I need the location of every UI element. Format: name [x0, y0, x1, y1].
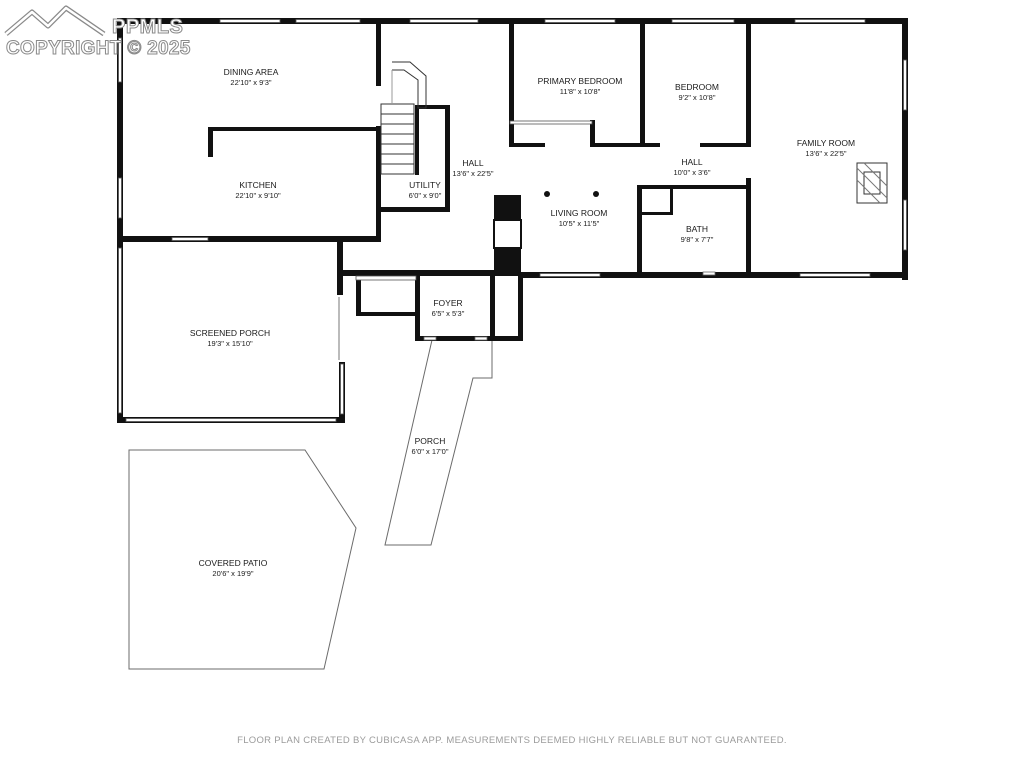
porch-label: PORCH: [415, 436, 446, 446]
bath-dimensions: 9'8" x 7'7": [681, 235, 714, 244]
watermark-brand: PPMLS: [111, 16, 184, 39]
utility-dimensions: 6'0" x 9'0": [409, 191, 442, 200]
primary-bedroom-label: PRIMARY BEDROOM: [538, 76, 623, 86]
stairs: [380, 61, 427, 175]
kitchen-dimensions: 22'10" x 9'10": [235, 191, 281, 200]
kitchen-label: KITCHEN: [239, 180, 276, 190]
bedroom-dimensions: 9'2" x 10'8": [679, 93, 716, 102]
foyer-label: FOYER: [433, 298, 462, 308]
mountain-logo-icon: [4, 5, 106, 37]
hall-main-label: HALL: [462, 158, 484, 168]
windows: [118, 19, 907, 277]
family-room-dimensions: 13'6" x 22'5": [805, 149, 846, 158]
utility-label: UTILITY: [409, 180, 441, 190]
hall-small-label: HALL: [681, 157, 703, 167]
support-posts: [544, 191, 599, 197]
hall-main-dimensions: 13'6" x 22'5": [452, 169, 493, 178]
living-room-label: LIVING ROOM: [551, 208, 608, 218]
screened-porch-dimensions: 19'3" x 15'10": [207, 339, 253, 348]
dining-area-label: DINING AREA: [224, 67, 279, 77]
bedroom-label: BEDROOM: [675, 82, 719, 92]
family-room-label: FAMILY ROOM: [797, 138, 855, 148]
primary-bedroom-dimensions: 11'8" x 10'8": [560, 87, 601, 96]
porch-dimensions: 6'0" x 17'0": [412, 447, 449, 456]
bath-label: BATH: [686, 224, 708, 234]
outdoor-outlines: [128, 339, 493, 670]
covered-patio-dimensions: 20'6" x 19'9": [212, 569, 253, 578]
footer-disclaimer: FLOOR PLAN CREATED BY CUBICASA APP. MEAS…: [237, 735, 787, 746]
foyer-dimensions: 6'5" x 5'3": [432, 309, 465, 318]
interior-walls: [208, 22, 751, 341]
living-room-dimensions: 10'5" x 11'5": [559, 219, 600, 228]
dining-area-dimensions: 22'10" x 9'3": [230, 78, 271, 87]
covered-patio-outline: [128, 449, 357, 670]
fireplace: [856, 162, 888, 204]
covered-patio-label: COVERED PATIO: [199, 558, 268, 568]
door-openings: [376, 86, 716, 341]
screened-porch-label: SCREENED PORCH: [190, 328, 270, 338]
watermark: PPMLS COPYRIGHT © 2025: [4, 4, 204, 60]
hall-small-dimensions: 10'0" x 3'6": [674, 168, 711, 177]
watermark-copyright: COPYRIGHT © 2025: [6, 38, 191, 60]
